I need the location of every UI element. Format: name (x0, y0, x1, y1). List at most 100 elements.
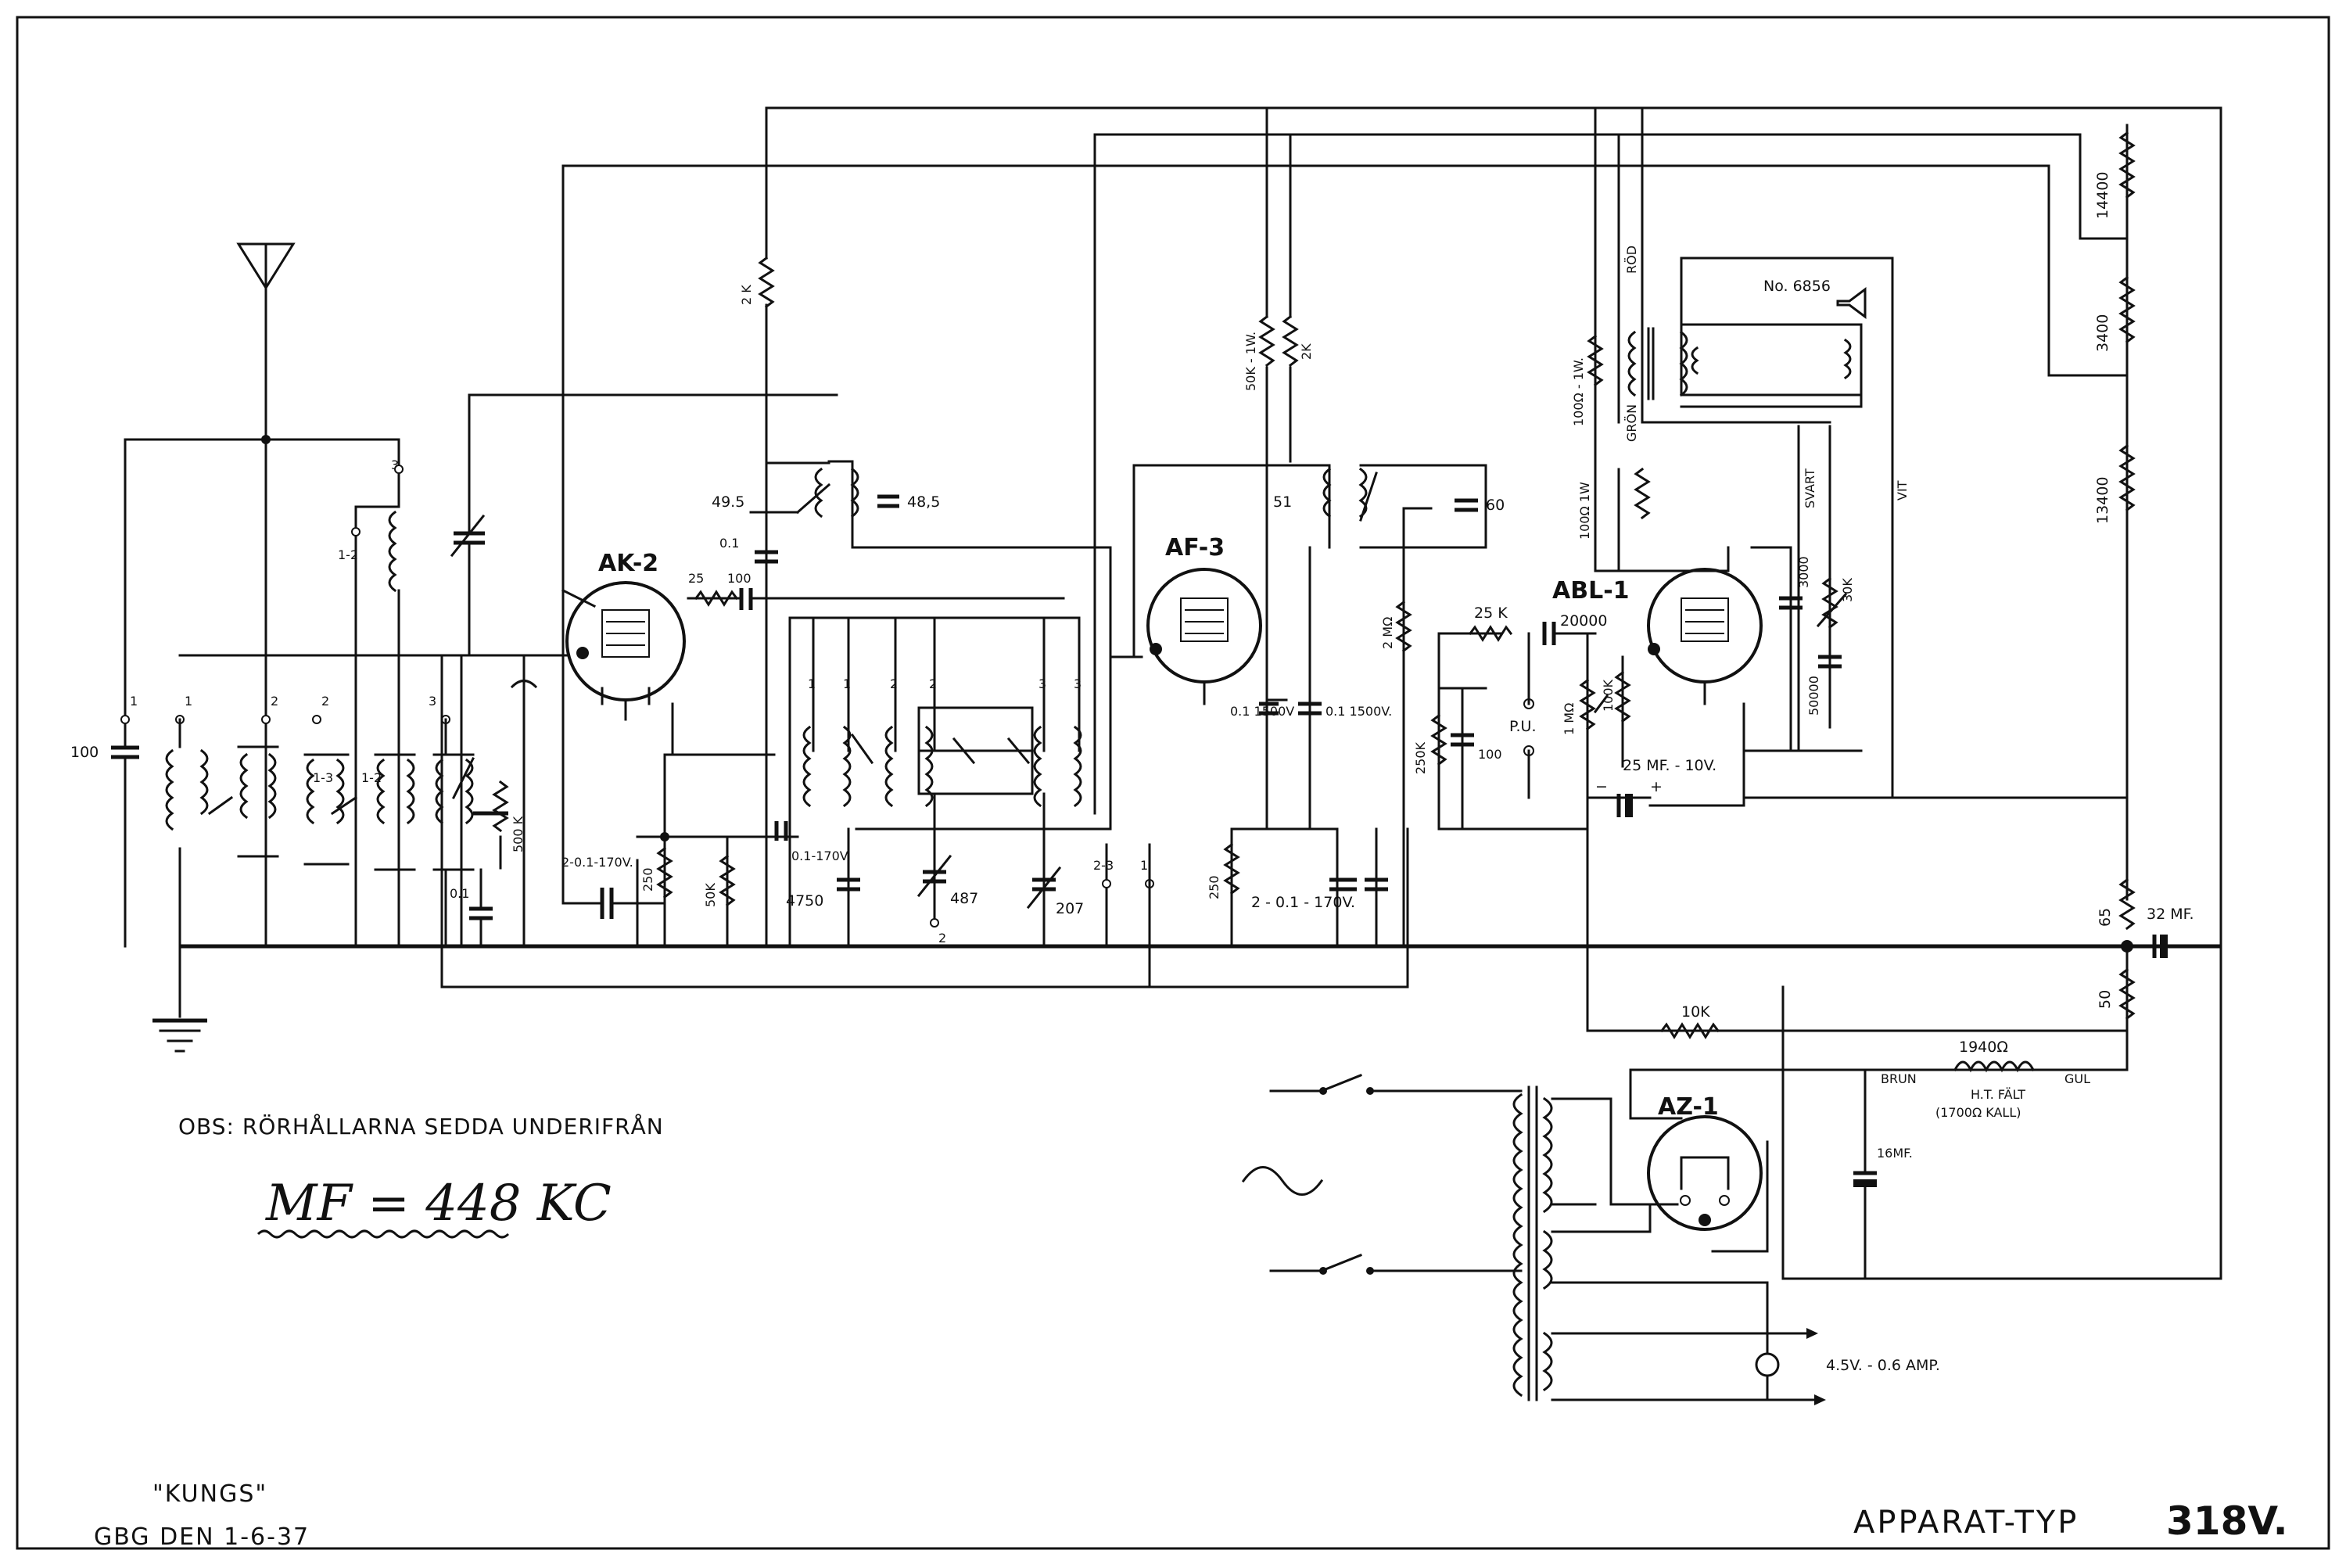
osc-sw-2: 2 (890, 676, 898, 691)
label-c2x01-b: 2 - 0.1 - 170V. (1251, 894, 1355, 911)
label-r250: 250 (640, 867, 655, 892)
antenna-coils (165, 438, 404, 948)
voltage-divider: 14400 3400 13400 65 32 MF. 50 (2047, 124, 2194, 1071)
label-c207: 207 (1056, 900, 1084, 917)
model-number: 318V. (2166, 1498, 2288, 1544)
label-c4750: 4750 (786, 892, 823, 910)
capacitor-100-antenna: 100 (70, 702, 139, 948)
label-heater: 4.5V. - 0.6 AMP. (1826, 1357, 1940, 1374)
tuning-capacitor-osc (450, 393, 576, 948)
sw-label-1-2b: 1-2 (361, 770, 382, 785)
label-c01-1500b: 0.1 1500V. (1325, 704, 1392, 719)
label-r2mo: 2 MΩ (1380, 617, 1395, 649)
label-gron: GRÖN (1624, 404, 1639, 442)
label-pu: P.U. (1509, 718, 1536, 735)
label-r250b: 250 (1207, 875, 1221, 899)
oscillator-coils: 1 1 2 2 3 3 0.1-170V 4750 487 2 (774, 546, 1154, 948)
label-r250k: 250K (1413, 741, 1428, 774)
antenna-symbol (124, 242, 400, 948)
osc-sw-2c: 2 (938, 931, 946, 945)
label-r13400: 13400 (2094, 477, 2111, 524)
ak2-bias-network: 2-0.1-170V. 250 50K (561, 702, 799, 948)
label-r2k-top: 2 K (739, 285, 754, 305)
label-c32mf: 32 MF. (2147, 906, 2194, 923)
interconnects (440, 464, 2222, 1280)
if-transformer-2: 51 60 2 MΩ (1273, 464, 1505, 948)
label-c100: 100 (70, 744, 99, 761)
label-speaker-no: No. 6856 (1763, 278, 1831, 295)
rf-coils-right: 500 K 0.1 (374, 654, 526, 948)
osc-sw-1c: 1 (1140, 858, 1148, 873)
label-c01-170: 0.1-170V (791, 849, 848, 863)
label-r2k-b: 2K (1299, 343, 1314, 360)
label-c100b: 100 (727, 571, 752, 586)
mf-underline (256, 1229, 510, 1239)
label-c25mf: 25 MF. - 10V. (1623, 757, 1716, 774)
sw-label-3-top: 3 (391, 457, 399, 472)
tube-label-az1: AZ-1 (1658, 1093, 1719, 1121)
label-c01b: 0.1 (450, 886, 469, 901)
tube-abl1: ABL-1 (1552, 546, 1763, 705)
osc-sw-1: 1 (808, 676, 816, 691)
label-r1mo: 1 MΩ (1562, 703, 1577, 735)
tube-ak2: AK-2 (561, 164, 686, 905)
label-brun: BRUN (1881, 1071, 1917, 1086)
output-stage: 100Ω - 1W. RÖD GRÖN No. 6856 SVART VIT 1… (1571, 106, 2129, 799)
label-r50k: 50K (703, 883, 718, 907)
sw-label-1: 1 (130, 694, 138, 709)
label-r65: 65 (2097, 908, 2114, 927)
label-r30k: 30K (1840, 578, 1855, 602)
osc-sw-2-3: 2-3 (1093, 858, 1114, 873)
label-r50: 50 (2097, 990, 2114, 1009)
tube-af3: AF-3 (1093, 133, 1331, 815)
note-mf: MF = 448 KC (265, 1175, 612, 1233)
label-minus: − (1595, 778, 1608, 795)
label-r10k: 10K (1681, 1003, 1710, 1021)
label-c2x01-a: 2-0.1-170V. (561, 855, 633, 870)
label-c50000: 50000 (1806, 676, 1821, 716)
label-r25k: 25 K (1474, 605, 1508, 622)
label-plus: + (1650, 778, 1663, 795)
b-plus-rails (440, 106, 2222, 989)
note-date: GBG DEN 1-6-37 (94, 1523, 310, 1551)
drawing-border (16, 16, 2330, 1550)
label-c01: 0.1 (719, 536, 739, 551)
label-r3400: 3400 (2094, 314, 2111, 352)
label-c3000: 3000 (1796, 556, 1811, 588)
label-r1940: 1940Ω (1959, 1039, 2008, 1056)
label-c49-5: 49.5 (712, 493, 744, 511)
sw-label-1-2: 1-2 (338, 547, 358, 562)
label-gul: GUL (2064, 1071, 2090, 1086)
label-c01-1500: 0.1 1500V (1230, 704, 1294, 719)
label-htfalt: H.T. FÄLT (1971, 1087, 2025, 1102)
note-obs: OBS: RÖRHÅLLARNA SEDDA UNDERIFRÅN (178, 1113, 664, 1139)
label-r100-1w-b: 100Ω 1W (1577, 482, 1592, 540)
label-svart: SVART (1803, 468, 1817, 508)
power-supply: 10K 1940Ω BRUN GUL H.T. FÄLT (1700Ω KALL… (1241, 945, 2222, 1405)
note-maker: "KUNGS" (152, 1480, 267, 1508)
osc-sw-1b: 1 (843, 676, 851, 691)
label-rod: RÖD (1624, 246, 1639, 274)
label-r14400: 14400 (2094, 172, 2111, 219)
sw-label-3: 3 (429, 694, 436, 709)
tube-label-af3: AF-3 (1165, 534, 1225, 562)
sw-label-2b: 2 (321, 694, 329, 709)
label-c51: 51 (1273, 493, 1292, 511)
osc-sw-3: 3 (1038, 676, 1046, 691)
sw-label-1b: 1 (185, 694, 192, 709)
label-c20000: 20000 (1560, 612, 1607, 630)
label-c100c: 100 (1478, 747, 1502, 762)
label-r50k-1w: 50K - 1W. (1243, 332, 1258, 391)
ac-symbol (1241, 1166, 1324, 1196)
label-r100k: 100K (1601, 679, 1616, 712)
tube-label-ak2: AK-2 (598, 550, 658, 577)
detector-network: 25 K 20000 250K 100 P.U. 1 MΩ 100K 25 MF… (1413, 605, 1745, 948)
osc-sw-3b: 3 (1074, 676, 1082, 691)
label-r25: 25 (688, 571, 704, 586)
label-c60: 60 (1486, 497, 1505, 514)
sw-label-1-3: 1-3 (313, 770, 333, 785)
bandswitch-contacts: 1 1 2 2 3 3 1-2 1-3 1-2 (120, 457, 549, 785)
tube-label-abl1: ABL-1 (1552, 577, 1630, 605)
osc-sw-2b: 2 (929, 676, 937, 691)
